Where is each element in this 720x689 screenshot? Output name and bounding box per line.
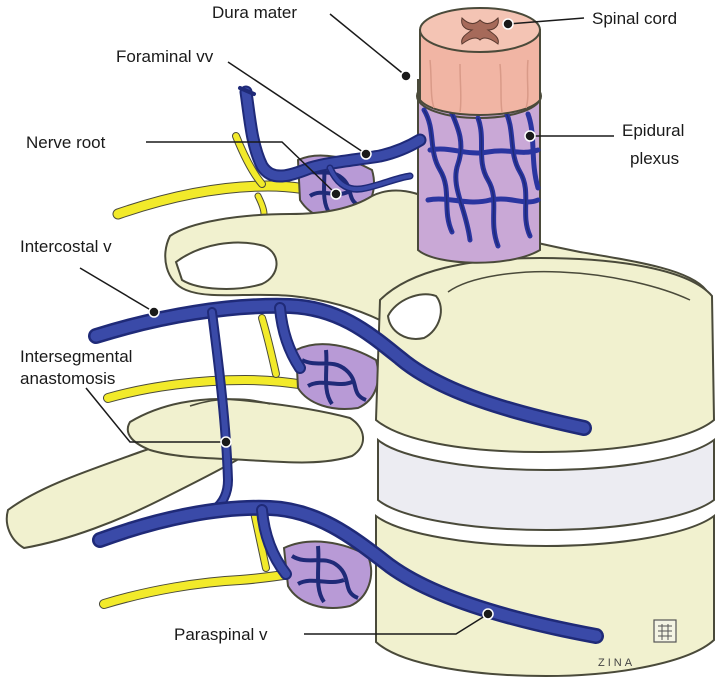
dot-dura-mater [400, 70, 412, 82]
label-foraminal-vv: Foraminal vv [116, 47, 214, 66]
dot-spinal-cord [502, 18, 514, 30]
intercostal-vein [88, 297, 592, 436]
label-nerve-root: Nerve root [26, 133, 106, 152]
leader-intercostal-v [79, 267, 155, 313]
epidural-plexus-tube [416, 73, 542, 264]
dot-epidural-plexus [524, 130, 536, 142]
label-paraspinal-v: Paraspinal v [174, 625, 268, 644]
dot-intersegmental [220, 436, 232, 448]
dot-paraspinal-v [482, 608, 494, 620]
intervertebral-disc [377, 437, 715, 532]
nerve-root-middle [103, 314, 317, 403]
label-intersegmental-line2: anastomosis [20, 369, 115, 388]
leader-lines [79, 13, 614, 635]
leader-dots [148, 18, 536, 620]
lamina-and-spinous-process [5, 397, 364, 550]
leader-paraspinal-v [304, 613, 489, 635]
label-dura-mater: Dura mater [212, 3, 297, 22]
foraminal-plexus-lower [282, 540, 373, 609]
leader-nerve-root [146, 141, 337, 195]
artist-signature: ZINA [598, 619, 677, 669]
label-intercostal-v: Intercostal v [20, 237, 112, 256]
label-epidural-plexus-line1: Epidural [622, 121, 684, 140]
label-spinal-cord: Spinal cord [592, 9, 677, 28]
intersegmental-anastomosis [207, 307, 234, 515]
signature-text: ZINA [598, 657, 635, 669]
label-intersegmental-line1: Intersegmental [20, 347, 132, 366]
spinal-cord [419, 7, 541, 116]
leader-foraminal-vv [227, 61, 367, 155]
dot-intercostal-v [148, 306, 160, 318]
label-epidural-plexus-line2: plexus [630, 149, 679, 168]
leader-dura-mater [329, 13, 407, 77]
vertebral-body-upper [374, 256, 716, 454]
leader-spinal-cord [507, 17, 585, 25]
foraminal-veins [238, 85, 427, 193]
dot-foraminal-vv [360, 148, 372, 160]
labels: Dura mater Spinal cord Foraminal vv Nerv… [20, 3, 684, 644]
foraminal-plexus-middle [294, 343, 380, 410]
dot-nerve-root [330, 188, 342, 200]
leader-intersegmental [85, 387, 226, 443]
vertebral-body-lower [375, 514, 715, 678]
